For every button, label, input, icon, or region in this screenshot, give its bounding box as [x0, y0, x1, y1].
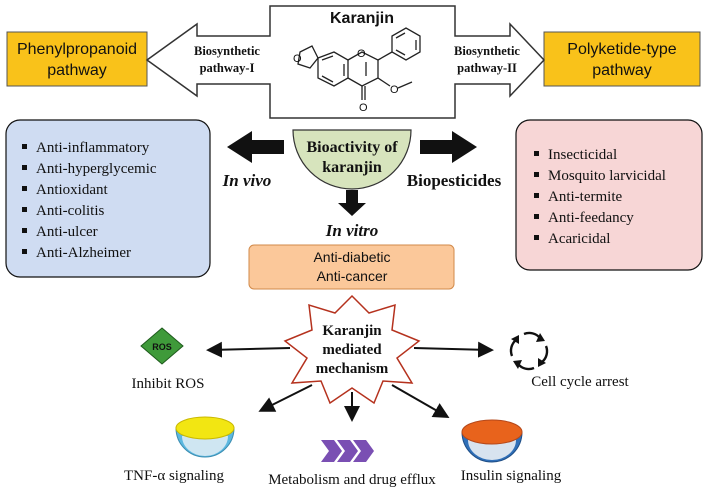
bioactivity-line1: Bioactivity of [306, 139, 398, 156]
in-vivo-bullet [22, 186, 27, 191]
metabolism-label: Metabolism and drug efflux [268, 472, 436, 488]
biopesticides-item: Mosquito larvicidal [548, 168, 666, 184]
in-vivo-item: Anti-inflammatory [36, 140, 150, 156]
karanjin-title: Karanjin [330, 10, 394, 27]
in-vivo-bullet [22, 165, 27, 170]
biosynthetic-right-line1: Biosynthetic [454, 44, 520, 58]
tnf-label: TNF-α signaling [124, 468, 224, 484]
tnf-bowl-icon [175, 416, 235, 458]
biopesticides-box [515, 119, 703, 271]
arrow-to-ros [206, 341, 291, 358]
mechanism-line3: mechanism [316, 361, 389, 377]
biopesticides-item: Anti-termite [548, 189, 622, 205]
biosynthetic-left-line2: pathway-I [200, 61, 255, 75]
in-vivo-item: Anti-colitis [36, 203, 104, 219]
mechanism-line1: Karanjin [322, 323, 382, 339]
in-vitro-label: In vitro [325, 221, 378, 240]
mechanism-arrows [206, 341, 494, 422]
arrow-down-to-in-vitro [338, 190, 366, 216]
biopesticides-label: Biopesticides [407, 171, 502, 190]
in-vivo-bullet [22, 207, 27, 212]
arrow-right-to-biopesticides [420, 131, 477, 163]
molecule-carbonyl-oxygen: O [359, 102, 368, 114]
in-vivo-bullet [22, 228, 27, 233]
in-vitro-line2: Anti-cancer [317, 268, 388, 284]
biopesticides-bullet [534, 151, 539, 156]
arrow-left-to-in-vivo [227, 131, 284, 163]
biopesticides-item: Anti-feedancy [548, 210, 634, 226]
molecule-methoxy-oxygen: O [390, 84, 399, 96]
phenylpropanoid-line2: pathway [47, 62, 107, 79]
insulin-label: Insulin signaling [461, 468, 562, 484]
ros-icon-text: ROS [152, 342, 172, 352]
in-vivo-bullet [22, 249, 27, 254]
arrow-to-tnf [258, 384, 313, 412]
karanjin-structure [297, 27, 421, 100]
phenylpropanoid-line1: Phenylpropanoid [17, 41, 137, 58]
in-vivo-bullet [22, 144, 27, 149]
biopesticides-bullet [534, 235, 539, 240]
arrow-to-cell-cycle [413, 341, 494, 358]
biopesticides-item: Acaricidal [548, 231, 610, 247]
inhibit-ros-label: Inhibit ROS [132, 376, 205, 392]
in-vitro-box [248, 244, 455, 290]
metabolism-chevrons-icon [321, 440, 374, 462]
in-vivo-list: Anti-inflammatoryAnti-hyperglycemicAntio… [22, 140, 157, 261]
bioactivity-line2: karanjin [322, 159, 382, 176]
in-vivo-item: Anti-ulcer [36, 224, 98, 240]
ros-icon [140, 327, 184, 365]
in-vivo-item: Anti-Alzheimer [36, 245, 131, 261]
mechanism-line2: mediated [322, 342, 382, 358]
biosynthetic-right-line2: pathway-II [457, 61, 517, 75]
phenylpropanoid-box [6, 31, 148, 87]
in-vivo-label: In vivo [222, 171, 272, 190]
insulin-bowl-icon [461, 419, 523, 463]
biopesticides-bullet [534, 193, 539, 198]
polyketide-line1: Polyketide-type [567, 41, 676, 58]
arrow-to-insulin [391, 384, 450, 418]
biosynthetic-double-arrow [145, 5, 546, 119]
molecule-ring-oxygen-furan: O [293, 53, 302, 65]
biopesticides-bullet [534, 172, 539, 177]
mechanism-star [283, 294, 421, 405]
biopesticides-bullet [534, 214, 539, 219]
in-vitro-line1: Anti-diabetic [313, 249, 390, 265]
biopesticides-item: Insecticidal [548, 147, 617, 163]
molecule-ring-oxygen-pyran: O [357, 48, 366, 60]
biosynthetic-left-line1: Biosynthetic [194, 44, 260, 58]
cell-cycle-label: Cell cycle arrest [531, 374, 629, 390]
polyketide-line2: pathway [592, 62, 652, 79]
in-vivo-item: Antioxidant [36, 182, 108, 198]
polyketide-box [543, 31, 701, 87]
in-vivo-box [5, 119, 211, 278]
in-vivo-item: Anti-hyperglycemic [36, 161, 157, 177]
cell-cycle-arrowheads [511, 333, 546, 369]
bioactivity-semicircle [292, 129, 412, 190]
